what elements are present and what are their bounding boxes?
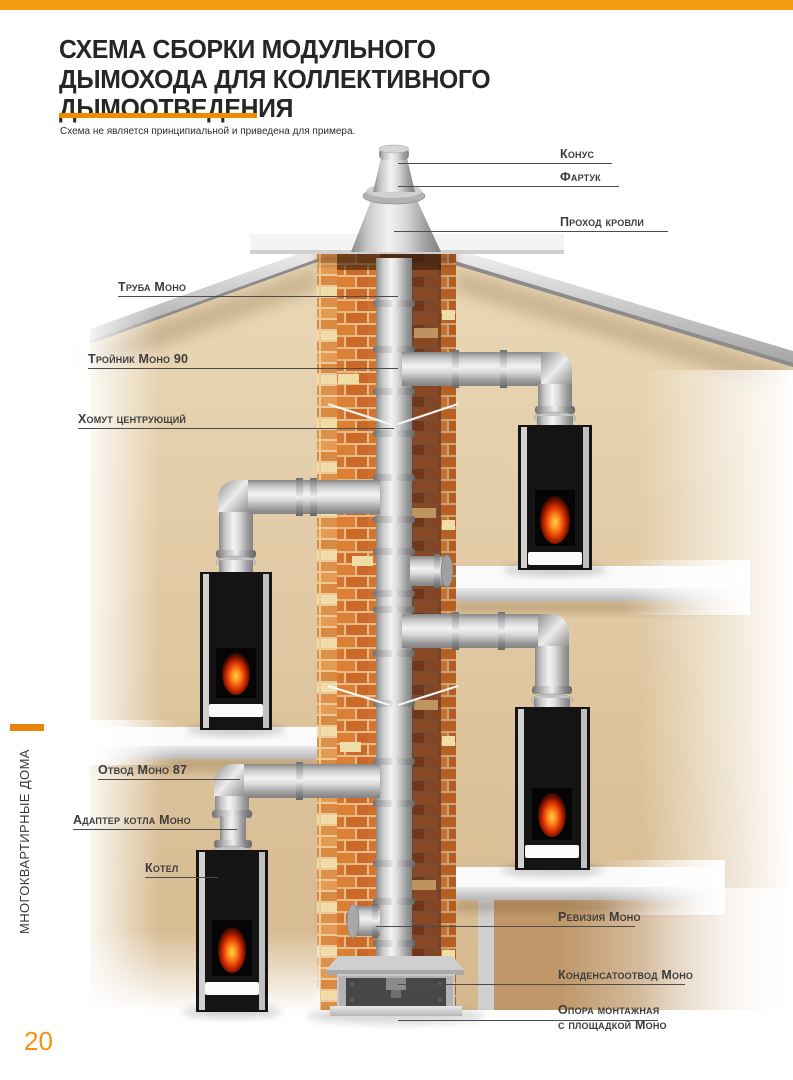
revision-tee <box>346 903 380 939</box>
tee-stub-right <box>410 554 454 588</box>
leader-line <box>78 428 394 429</box>
centering-clamp-wires <box>327 402 459 707</box>
leader-line <box>118 296 398 297</box>
leader-line <box>398 163 612 164</box>
label-prohod-krovli: Проход кровли <box>560 215 645 229</box>
tee-left-middle <box>215 478 380 572</box>
top-accent-bar <box>0 0 793 10</box>
label-adapter-kotla: Адаптер котла Моно <box>73 813 191 827</box>
cone-neck <box>373 158 415 192</box>
label-troynik-mono-90: Тройник Моно 90 <box>88 352 189 366</box>
leader-line <box>398 984 685 985</box>
page-subtitle: Схема не является принципиальной и приве… <box>60 126 356 137</box>
leader-line <box>394 231 668 232</box>
label-opora-line1: Опора монтажная <box>558 1003 660 1017</box>
label-fartuk: Фартук <box>560 170 601 184</box>
flame <box>538 793 566 837</box>
label-truba-mono: Труба Моно <box>118 280 187 294</box>
tee-upper-right <box>402 350 577 427</box>
label-kotel: Котел <box>145 861 179 875</box>
leader-line <box>73 829 237 830</box>
right-fade <box>640 370 793 1012</box>
label-konus: Конус <box>560 147 595 161</box>
elbow-bottom-left <box>211 762 380 859</box>
title-line-2: ДЫМОХОДА ДЛЯ КОЛЛЕКТИВНОГО <box>59 65 491 94</box>
flame <box>218 927 246 973</box>
title-line-1: СХЕМА СБОРКИ МОДУЛЬНОГО <box>59 36 436 64</box>
leader-line <box>398 186 619 187</box>
leader-line <box>145 877 218 878</box>
title-line-3: ДЫМООТВЕДЕНИЯ <box>59 95 294 124</box>
sidebar-accent-tick <box>10 724 44 731</box>
boiler-bottom-left <box>182 850 282 1018</box>
boiler-left-middle <box>186 572 286 736</box>
roof-passage-skirt <box>351 198 441 252</box>
label-reviziya-mono: Ревизия Моно <box>558 910 641 924</box>
flame <box>222 653 250 695</box>
label-opora-line2: с площадкой Моно <box>558 1018 667 1032</box>
page-title: СХЕМА СБОРКИ МОДУЛЬНОГО ДЫМОХОДА ДЛЯ КОЛ… <box>59 36 491 125</box>
leader-line <box>376 926 635 927</box>
label-kondensatootvod: Конденсатоотвод Моно <box>558 968 694 982</box>
boiler-upper-right <box>503 425 607 576</box>
left-fade <box>80 300 160 1012</box>
flame <box>540 496 570 544</box>
boiler-lower-right <box>500 707 604 876</box>
leader-line <box>398 1020 658 1021</box>
condensate-drain <box>386 978 406 990</box>
label-otvod-mono-87: Отвод Моно 87 <box>98 763 188 777</box>
sidebar-section-label: МНОГОКВАРТИРНЫЕ ДОМА <box>17 749 32 934</box>
label-homut-centr: Хомут центрующий <box>78 412 187 426</box>
leader-line <box>98 779 240 780</box>
title-underline <box>59 113 257 118</box>
label-opora-montazhnaya: Опора монтажная с площадкой Моно <box>558 1003 667 1033</box>
page-number: 20 <box>24 1026 53 1056</box>
mounting-support <box>326 956 464 1016</box>
leader-line <box>88 368 398 369</box>
tee-lower-right <box>402 612 574 709</box>
